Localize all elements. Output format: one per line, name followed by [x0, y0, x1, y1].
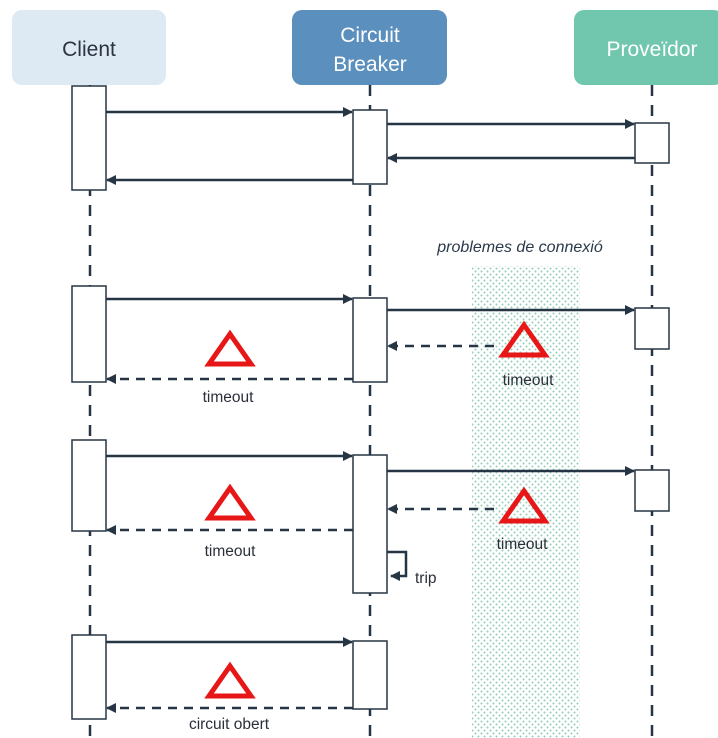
breaker-activation [352, 109, 388, 185]
client-activation [71, 634, 107, 720]
breaker-activation [352, 640, 388, 710]
client-activation [71, 85, 107, 191]
warning-icon [498, 320, 550, 358]
scenario-timeout: timeout timeout [71, 285, 670, 406]
breaker-activation [352, 297, 388, 383]
provider-timeout-label: timeout [497, 536, 549, 553]
provider-activation [634, 469, 670, 512]
provider-activation [634, 122, 670, 164]
provider-header-label: Proveïdor [606, 38, 697, 61]
provider-timeout-label: timeout [503, 372, 555, 389]
provider-header: Proveïdor [574, 10, 718, 85]
provider-activation [634, 307, 670, 350]
client-activation [71, 439, 107, 532]
warning-icon [204, 661, 256, 699]
connection-problems-zone [472, 266, 580, 738]
circuit-breaker-header-line2: Breaker [333, 53, 407, 76]
trip-label: trip [415, 570, 437, 587]
scenario-normal [71, 85, 670, 191]
client-timeout-label: timeout [203, 389, 255, 406]
scenario-trip: timeout timeout trip [71, 439, 670, 594]
connection-problems-label: problemes de connexió [436, 239, 603, 256]
trip-self-arrow [387, 550, 408, 581]
circuit-open-label: circuit obert [189, 716, 270, 733]
client-activation [71, 285, 107, 383]
client-timeout-label: timeout [205, 543, 257, 560]
breaker-activation [352, 454, 388, 594]
client-header-label: Client [62, 38, 116, 61]
warning-icon [498, 486, 550, 524]
warning-icon [204, 483, 256, 521]
warning-icon [204, 329, 256, 367]
circuit-breaker-header-line1: Circuit [340, 24, 400, 47]
circuit-breaker-header: Circuit Breaker [292, 10, 447, 85]
client-header: Client [12, 10, 166, 85]
scenario-circuit-open: circuit obert [71, 634, 388, 733]
